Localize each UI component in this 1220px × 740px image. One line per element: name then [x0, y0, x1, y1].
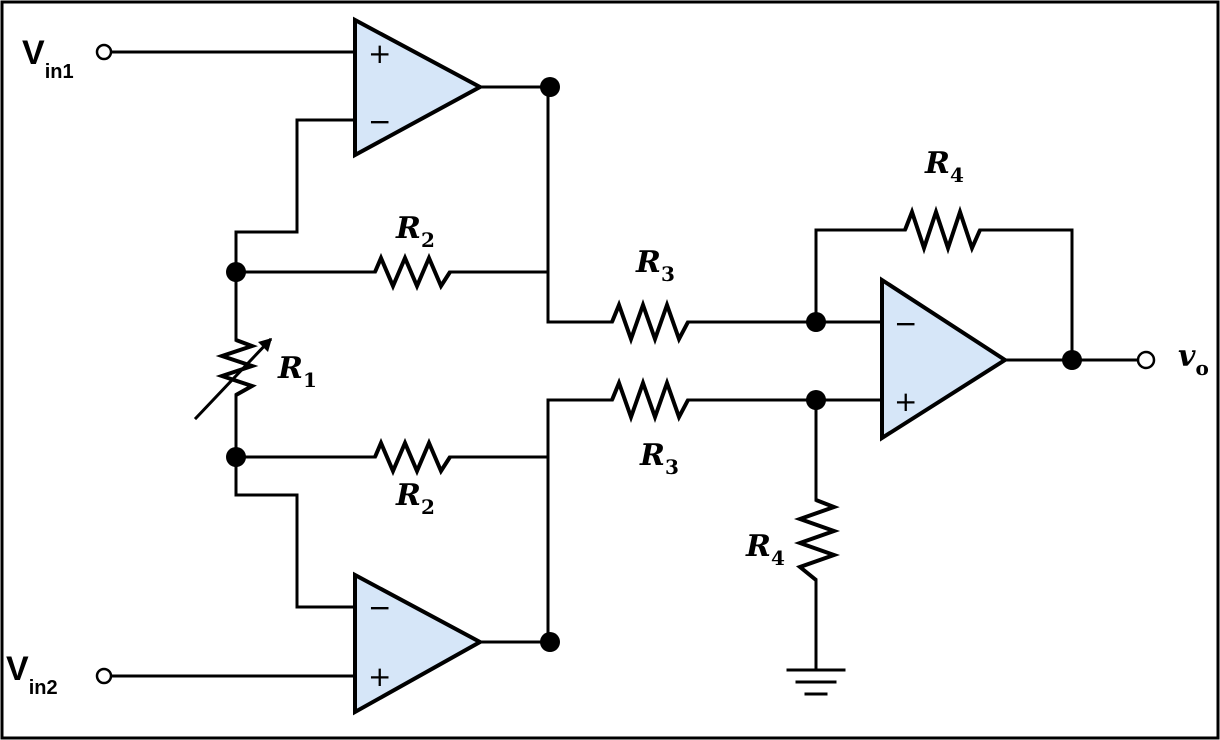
- op-amp-difference-plus: +: [894, 385, 917, 418]
- label-vin1: Vin1: [22, 34, 74, 83]
- terminal-vin1: [95, 43, 113, 61]
- wire-r4-feedback-right: [978, 228, 1074, 362]
- ground-icon: [786, 668, 846, 696]
- op-amp-difference: − +: [880, 276, 1009, 442]
- resistor-r3-bottom: [610, 376, 690, 424]
- label-r2-bottom: R2: [395, 478, 435, 519]
- resistor-r3-top: [610, 298, 690, 346]
- label-r2-top: R2: [395, 211, 435, 252]
- op-amp-bottom-minus: −: [368, 591, 391, 624]
- label-r1: R1: [277, 351, 317, 392]
- resistor-r4-feedback: [903, 205, 982, 255]
- op-amp-top-minus: −: [368, 105, 391, 138]
- junction-output: [1062, 350, 1082, 370]
- resistor-r2-top: [373, 252, 452, 292]
- wire-r4-feedback-left: [814, 228, 907, 324]
- op-amp-top-plus: +: [368, 37, 391, 70]
- op-amp-difference-minus: −: [894, 307, 917, 340]
- label-vin2: Vin2: [6, 650, 58, 699]
- resistor-r2-bottom: [373, 437, 452, 477]
- junction-inverting: [806, 312, 826, 332]
- wires: [109, 50, 1139, 678]
- junction-top-output: [540, 77, 560, 97]
- label-r3-bottom: R3: [639, 438, 679, 479]
- label-r3-top: R3: [635, 245, 675, 286]
- wire-bottom-output: [478, 398, 614, 644]
- wire-top-inverting: [234, 118, 357, 342]
- terminal-vo: [1136, 350, 1156, 370]
- op-amp-bottom: − +: [353, 571, 485, 716]
- resistor-r1-variable: [193, 337, 273, 421]
- op-amp-bottom-plus: +: [368, 660, 391, 693]
- label-vo: vo: [1178, 339, 1209, 380]
- op-amp-top: + −: [353, 16, 485, 159]
- junction-r1-top: [226, 262, 246, 282]
- terminal-vin2: [95, 667, 113, 685]
- junction-bottom-output: [540, 632, 560, 652]
- resistor-r4-ground: [793, 498, 841, 582]
- junction-r1-bottom: [226, 447, 246, 467]
- wire-top-output: [478, 85, 592, 324]
- wire-bottom-inverting: [234, 455, 357, 609]
- junction-noninverting: [806, 390, 826, 410]
- label-r4-ground: R4: [745, 529, 785, 570]
- label-r4-feedback: R4: [924, 146, 964, 187]
